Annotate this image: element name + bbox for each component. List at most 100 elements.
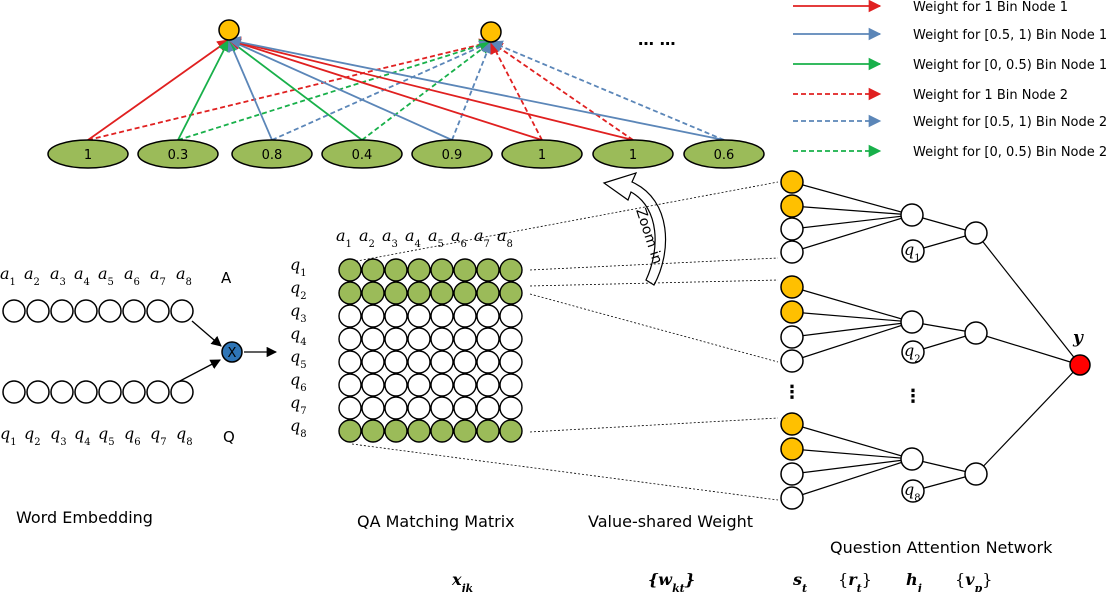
legend-label: Weight for [0, 0.5) Bin Node 2	[913, 145, 1107, 160]
bin-value-label: 1	[538, 148, 546, 163]
answer-to-mult-arrow	[191, 320, 222, 347]
bin-node	[780, 170, 804, 194]
edge-bin3-to-node1	[227, 38, 273, 141]
matrix-cell	[361, 350, 385, 374]
matrix-cell	[453, 396, 477, 420]
output-label: y	[1072, 328, 1084, 348]
legend-label: Weight for [0.5, 1) Bin Node 1	[913, 28, 1107, 43]
bin-weight-edges	[87, 36, 725, 141]
matrix-cell	[338, 350, 362, 374]
matrix-cell	[384, 327, 408, 351]
bin-value-label: 0.3	[168, 148, 189, 163]
gate-node	[901, 239, 925, 263]
matrix-col-label: a4	[405, 226, 421, 250]
matrix-cell	[407, 258, 431, 282]
network-var-label: {vp}	[955, 570, 992, 592]
answer-embedding-unit	[50, 299, 74, 323]
legend-label: Weight for 1 Bin Node 1	[913, 0, 1068, 15]
matrix-col-label: a1	[336, 226, 352, 250]
edge-bin8-to-node1	[227, 36, 725, 141]
matrix-cell	[499, 281, 523, 305]
bin-node	[780, 217, 804, 241]
matrix-cell	[361, 396, 385, 420]
hidden-node	[900, 310, 924, 334]
matrix-col-label: a3	[382, 226, 398, 250]
attention-network-edges	[791, 181, 1081, 499]
matrix-cell	[338, 419, 362, 443]
matrix-cell	[384, 281, 408, 305]
bin-group-ellipsis: ⋮	[783, 382, 801, 403]
answer-embedding-unit	[98, 299, 122, 323]
hidden-node	[900, 203, 924, 227]
matrix-col-label: a2	[359, 226, 375, 250]
matrix-cell	[384, 396, 408, 420]
question-embedding-unit	[74, 380, 98, 404]
matrix-col-label: a8	[497, 226, 513, 250]
matrix-cell	[430, 419, 454, 443]
edge-bin2-to-node2	[177, 39, 493, 141]
legend-label: Weight for [0, 0.5) Bin Node 1	[913, 58, 1107, 73]
matrix-cell	[499, 350, 523, 374]
question-embedding-row	[2, 380, 194, 404]
legend-label: Weight for [0.5, 1) Bin Node 2	[913, 115, 1107, 130]
matrix-cell	[338, 373, 362, 397]
matrix-cell	[361, 327, 385, 351]
bin-node	[780, 240, 804, 264]
gate-label: q8	[904, 480, 921, 504]
matrix-cell	[499, 304, 523, 328]
bin-node	[780, 412, 804, 436]
bin-value-node	[137, 139, 219, 169]
question-embedding-unit	[26, 380, 50, 404]
matrix-cell	[407, 419, 431, 443]
edge-bin4-to-node2	[361, 41, 493, 141]
matrix-cell	[430, 304, 454, 328]
matrix-col-label: a7	[474, 226, 490, 250]
answer-word-label: a3	[50, 264, 66, 288]
answer-embedding-unit	[74, 299, 98, 323]
matrix-cell	[338, 396, 362, 420]
combine-node	[964, 321, 988, 345]
question-word-label: q6	[124, 424, 141, 448]
matrix-cell	[499, 258, 523, 282]
bin-value-label: 0.9	[442, 148, 463, 163]
bin-node-1	[218, 19, 240, 41]
answer-embedding-unit	[2, 299, 26, 323]
matrix-cell	[453, 419, 477, 443]
matrix-cell	[430, 258, 454, 282]
question-embedding-unit	[50, 380, 74, 404]
bin-value-label: 1	[629, 148, 637, 163]
matrix-cell	[499, 396, 523, 420]
answer-word-label: a8	[176, 264, 192, 288]
edge-bin2-to-node1	[177, 38, 230, 141]
matrix-row-label: q3	[290, 301, 307, 325]
word-embedding-caption: Word Embedding	[16, 508, 153, 527]
matching-matrix	[338, 258, 523, 443]
matrix-cell	[338, 304, 362, 328]
matrix-cell	[361, 419, 385, 443]
bin-value-label: 0.4	[352, 148, 373, 163]
matrix-cell	[476, 281, 500, 305]
answer-word-label: a5	[98, 264, 114, 288]
matrix-cell	[453, 304, 477, 328]
bin-node-2	[480, 21, 502, 43]
bin-node	[780, 437, 804, 461]
answer-word-label: a7	[150, 264, 166, 288]
matrix-col-label: a6	[451, 226, 467, 250]
matrix-cell	[430, 350, 454, 374]
var-xjk: xjk	[451, 570, 474, 592]
edge-bin5-to-node2	[451, 40, 493, 141]
question-attention-caption: Question Attention Network	[830, 538, 1053, 557]
matrix-cell	[407, 373, 431, 397]
bin-value-label: 0.6	[714, 148, 735, 163]
top-ellipsis: … …	[638, 30, 676, 49]
matrix-cell	[430, 327, 454, 351]
matrix-cell	[430, 396, 454, 420]
matrix-cell	[407, 327, 431, 351]
matrix-cell	[453, 327, 477, 351]
matrix-cell	[407, 304, 431, 328]
gate-label: q2	[904, 341, 921, 365]
bin-value-node	[47, 139, 129, 169]
